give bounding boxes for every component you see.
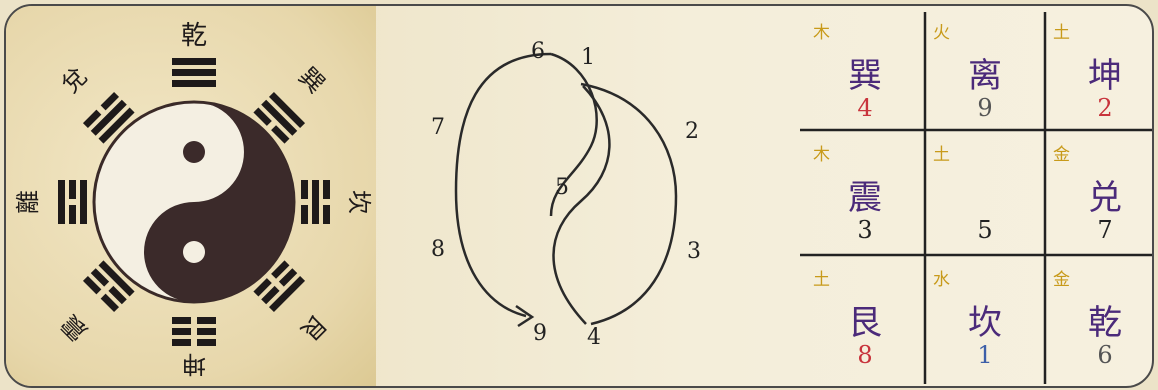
trigram-label-bottom-right: 艮	[295, 309, 332, 346]
path-num-6: 6	[531, 39, 545, 64]
trigram-bottom-right	[253, 260, 306, 313]
element-label: 火	[933, 23, 950, 43]
gua-label: 离	[968, 56, 1002, 96]
path-num-2: 2	[685, 119, 699, 144]
path-num-5: 5	[555, 175, 569, 200]
trigram-top-right	[253, 91, 306, 144]
element-label: 水	[933, 270, 950, 290]
grid-cell-dui: 金 兑 7	[1045, 134, 1152, 258]
path-num-4: 4	[587, 325, 601, 350]
element-label: 土	[813, 270, 830, 290]
gua-label: 兑	[1088, 178, 1122, 218]
trigram-top	[172, 58, 216, 87]
gua-label: 巽	[848, 56, 882, 96]
grid-cell-gen: 土 艮 8	[805, 259, 925, 383]
grid-number: 8	[857, 341, 873, 369]
diagram-frame: 乾 巽 坎	[4, 4, 1154, 388]
inner-s-curve	[552, 85, 611, 325]
grid-cell-kan: 水 坎 1	[925, 259, 1045, 383]
trigram-bottom-left	[82, 260, 135, 313]
trigram-label-top-left: 兌	[56, 62, 93, 99]
gua-label: 坎	[968, 303, 1002, 343]
trigram-bottom	[172, 317, 216, 346]
grid-number: 9	[977, 94, 993, 122]
grid-cell-xun: 木 巽 4	[805, 12, 925, 136]
number-path-diagram: 6 1 7 2 5 8 3 9 4	[431, 39, 701, 350]
element-label: 木	[813, 145, 830, 165]
gua-label: 乾	[1088, 303, 1122, 343]
outer-right-arc	[580, 82, 678, 326]
path-num-7: 7	[431, 115, 445, 140]
trigram-label-top-right: 巽	[293, 62, 330, 99]
element-label: 金	[1053, 145, 1070, 165]
grid-number: 7	[1097, 216, 1113, 244]
grid-cell-kun: 土 坤 2	[1045, 12, 1152, 136]
trigram-top-left	[82, 91, 135, 144]
trigram-left	[58, 180, 87, 224]
trigram-right	[301, 180, 330, 224]
bagua-panel: 乾 巽 坎	[6, 6, 376, 386]
grid-cell-li: 火 离 9	[925, 12, 1045, 136]
gua-label: 震	[848, 178, 882, 218]
gua-label: 艮	[848, 303, 882, 343]
grid-number: 3	[857, 216, 873, 244]
lo-shu-grid: 木 巽 4 火 离 9 土 坤 2 木 震 3 土 5 金 兑 7	[800, 12, 1152, 384]
element-label: 木	[813, 23, 830, 43]
path-num-9: 9	[533, 321, 547, 346]
grid-cell-qian: 金 乾 6	[1045, 259, 1152, 383]
grid-number: 6	[1097, 341, 1113, 369]
trigram-label-top: 乾	[181, 21, 207, 51]
element-label: 土	[933, 145, 950, 165]
trigram-label-right: 坎	[345, 190, 373, 214]
grid-cell-zhen: 木 震 3	[805, 134, 925, 258]
grid-number: 4	[857, 94, 873, 122]
element-label: 金	[1053, 270, 1070, 290]
trigram-label-bottom: 坤	[182, 350, 206, 378]
inner-upper-arc	[549, 52, 598, 217]
gua-label: 坤	[1088, 56, 1122, 96]
bagua-diagram: 乾 巽 坎	[14, 21, 373, 378]
outer-left-arc	[454, 52, 552, 318]
path-num-8: 8	[431, 237, 445, 262]
trigram-label-left: 離	[14, 190, 42, 214]
arrow-head	[515, 304, 535, 328]
path-num-3: 3	[687, 239, 701, 264]
grid-number: 1	[977, 341, 993, 369]
grid-number: 5	[977, 216, 993, 244]
trigram-label-bottom-left: 震	[56, 309, 93, 346]
grid-lines	[800, 12, 1152, 384]
yin-yang-icon	[92, 100, 296, 304]
path-num-1: 1	[581, 45, 595, 70]
grid-number: 2	[1097, 94, 1113, 122]
element-label: 土	[1053, 23, 1070, 43]
grid-cell-center: 土 5	[925, 134, 1045, 258]
